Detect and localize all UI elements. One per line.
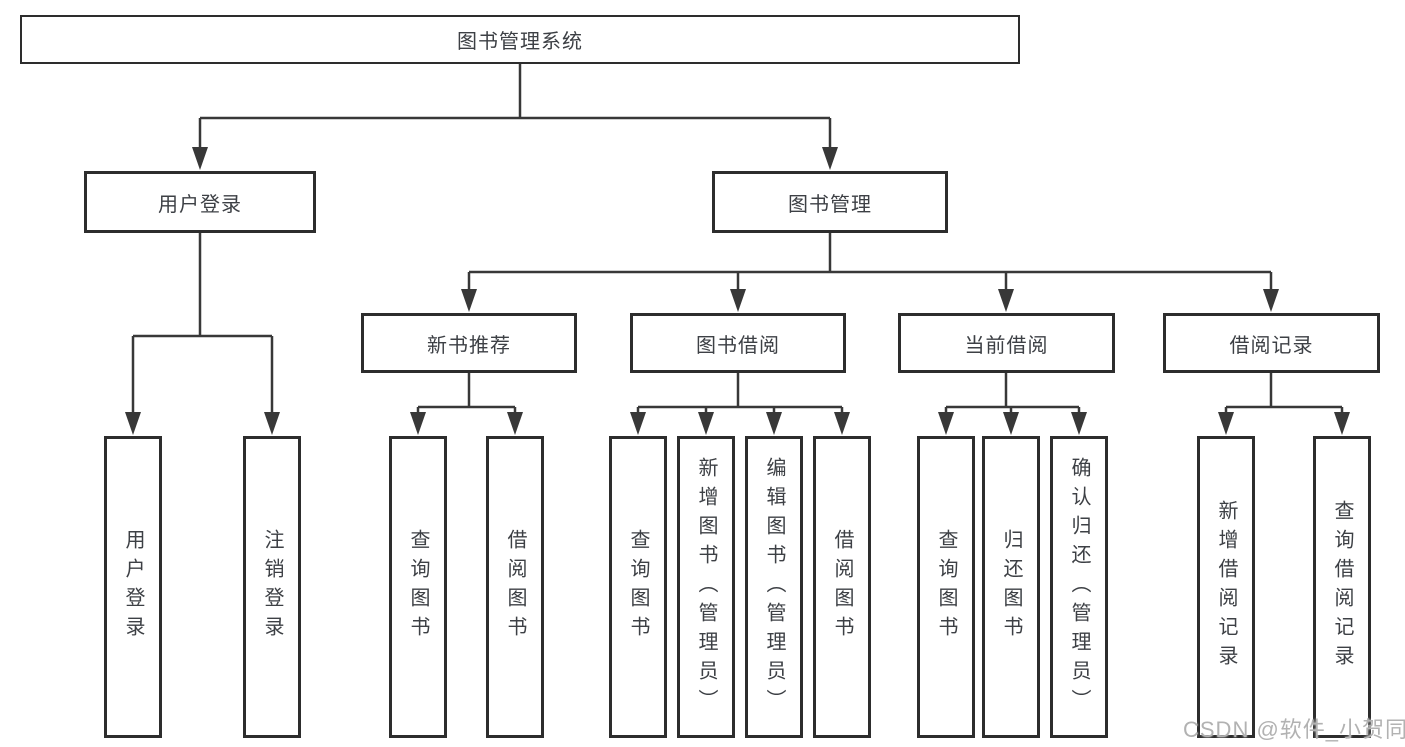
- connector-root: [198, 64, 832, 149]
- leaf-borrow-books-recommend: 借阅图书: [486, 436, 544, 738]
- leaf-label: 查询借阅记录: [1331, 500, 1353, 674]
- node-book-borrowing: 图书借阅: [630, 313, 846, 373]
- leaf-edit-book-admin: 编辑图书（管理员）: [745, 436, 803, 738]
- arrowheads-leaves: [125, 412, 1350, 435]
- leaf-logout: 注销登录: [243, 436, 301, 738]
- connector-current-borrowing: [944, 373, 1081, 414]
- node-current-borrowing: 当前借阅: [898, 313, 1115, 373]
- node-library-management-system: 图书管理系统: [20, 15, 1020, 64]
- connector-book-management: [467, 233, 1273, 291]
- arrowheads-level2: [192, 147, 838, 170]
- leaf-label: 用户登录: [122, 529, 144, 645]
- leaf-label: 归还图书: [1000, 529, 1022, 645]
- connector-new-book-recommendation: [416, 373, 517, 414]
- leaf-add-book-admin: 新增图书（管理员）: [677, 436, 735, 738]
- node-label: 新书推荐: [427, 334, 511, 357]
- leaf-user-login: 用户登录: [104, 436, 162, 738]
- node-borrowing-records: 借阅记录: [1163, 313, 1380, 373]
- node-user-login: 用户登录: [84, 171, 316, 233]
- node-label: 借阅记录: [1229, 334, 1314, 357]
- node-label: 图书管理: [788, 193, 872, 216]
- connector-book-borrowing: [636, 373, 844, 414]
- leaf-add-borrow-record: 新增借阅记录: [1197, 436, 1255, 738]
- leaf-label: 查询图书: [935, 529, 957, 645]
- leaf-query-books-current: 查询图书: [917, 436, 975, 738]
- leaf-label: 注销登录: [261, 529, 283, 645]
- node-new-book-recommendation: 新书推荐: [361, 313, 577, 373]
- node-label: 用户登录: [158, 193, 242, 216]
- node-label: 图书借阅: [696, 334, 780, 357]
- leaf-label: 查询图书: [627, 529, 649, 645]
- leaf-borrow-books-borrowing: 借阅图书: [813, 436, 871, 738]
- connector-borrowing-records: [1224, 373, 1344, 414]
- leaf-query-books-recommend: 查询图书: [389, 436, 447, 738]
- connector-user-login: [131, 233, 274, 414]
- leaf-label: 借阅图书: [504, 529, 526, 645]
- leaf-label: 新增图书（管理员）: [695, 456, 717, 718]
- leaf-label: 编辑图书（管理员）: [763, 456, 785, 718]
- leaf-return-books: 归还图书: [982, 436, 1040, 738]
- leaf-label: 借阅图书: [831, 529, 853, 645]
- arrowheads-level3: [461, 289, 1279, 312]
- node-label: 当前借阅: [964, 334, 1049, 357]
- leaf-query-books-borrowing: 查询图书: [609, 436, 667, 738]
- leaf-label: 确认归还（管理员）: [1068, 456, 1090, 718]
- leaf-label: 查询图书: [407, 529, 429, 645]
- leaf-label: 新增借阅记录: [1215, 500, 1237, 674]
- node-label: 图书管理系统: [457, 31, 583, 53]
- node-book-management: 图书管理: [712, 171, 948, 233]
- csdn-watermark: CSDN @软件_小贺同学: [1183, 717, 1405, 742]
- leaf-confirm-return-admin: 确认归还（管理员）: [1050, 436, 1108, 738]
- leaf-query-borrow-record: 查询借阅记录: [1313, 436, 1371, 738]
